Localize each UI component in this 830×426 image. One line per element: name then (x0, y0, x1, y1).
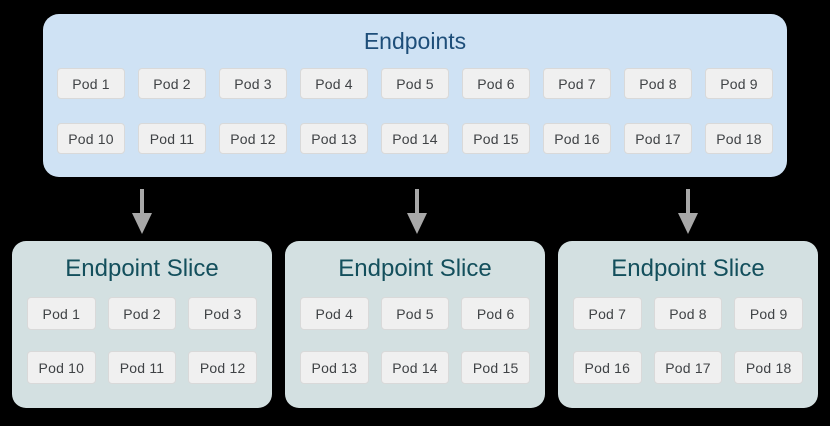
pod: Pod 3 (219, 68, 287, 99)
endpoints-title: Endpoints (363, 28, 467, 54)
pod: Pod 2 (138, 68, 206, 99)
endpoint-slice-title: Endpoint Slice (338, 255, 492, 282)
pod: Pod 10 (27, 351, 96, 384)
pod: Pod 6 (462, 68, 530, 99)
slice-3-pod-row-1: Pod 7 Pod 8 Pod 9 (573, 297, 804, 330)
pod: Pod 1 (57, 68, 125, 99)
pod: Pod 4 (300, 297, 369, 330)
pod: Pod 12 (188, 351, 258, 384)
slice-3-pod-row-2: Pod 16 Pod 17 Pod 18 (573, 351, 804, 384)
endpoints-box: Endpoints Pod 1 Pod 2 Pod 3 Pod 4 Pod 5 … (43, 14, 787, 177)
endpoint-slice-box-3: Endpoint Slice Pod 7 Pod 8 Pod 9 Pod 16 … (558, 241, 818, 408)
pod: Pod 14 (381, 123, 449, 154)
down-arrow-icon (132, 189, 152, 234)
endpoint-slice-box-1: Endpoint Slice Pod 1 Pod 2 Pod 3 Pod 10 … (12, 241, 272, 408)
pod: Pod 17 (653, 351, 723, 384)
pod: Pod 3 (188, 297, 258, 330)
endpoint-slice-title: Endpoint Slice (611, 255, 765, 282)
slice-1-pod-row-1: Pod 1 Pod 2 Pod 3 (27, 297, 258, 330)
pod: Pod 16 (543, 123, 611, 154)
pod: Pod 9 (705, 68, 773, 99)
slice-2-pod-row-1: Pod 4 Pod 5 Pod 6 (300, 297, 531, 330)
pod: Pod 8 (624, 68, 692, 99)
pod: Pod 12 (219, 123, 287, 154)
pod: Pod 14 (380, 351, 450, 384)
pod: Pod 16 (573, 351, 642, 384)
pod: Pod 5 (380, 297, 450, 330)
pod: Pod 13 (300, 351, 369, 384)
down-arrow-icon (407, 189, 427, 234)
slice-2-pod-row-2: Pod 13 Pod 14 Pod 15 (300, 351, 531, 384)
pod: Pod 7 (573, 297, 642, 330)
pod: Pod 4 (300, 68, 368, 99)
pod: Pod 15 (461, 351, 531, 384)
endpoints-pod-row-2: Pod 10 Pod 11 Pod 12 Pod 13 Pod 14 Pod 1… (57, 123, 773, 154)
endpoint-slice-box-2: Endpoint Slice Pod 4 Pod 5 Pod 6 Pod 13 … (285, 241, 545, 408)
pod: Pod 18 (734, 351, 804, 384)
pod: Pod 8 (653, 297, 723, 330)
pod: Pod 1 (27, 297, 96, 330)
pod: Pod 5 (381, 68, 449, 99)
down-arrow-icon (678, 189, 698, 234)
pod: Pod 17 (624, 123, 692, 154)
pod: Pod 18 (705, 123, 773, 154)
endpoint-slice-title: Endpoint Slice (65, 255, 219, 282)
pod: Pod 10 (57, 123, 125, 154)
pod: Pod 13 (300, 123, 368, 154)
slice-1-pod-row-2: Pod 10 Pod 11 Pod 12 (27, 351, 258, 384)
pod: Pod 2 (107, 297, 177, 330)
pod: Pod 9 (734, 297, 804, 330)
pod: Pod 6 (461, 297, 531, 330)
endpoints-pod-row-1: Pod 1 Pod 2 Pod 3 Pod 4 Pod 5 Pod 6 Pod … (57, 68, 773, 99)
pod: Pod 7 (543, 68, 611, 99)
pod: Pod 15 (462, 123, 530, 154)
pod: Pod 11 (138, 123, 206, 154)
pod: Pod 11 (107, 351, 177, 384)
